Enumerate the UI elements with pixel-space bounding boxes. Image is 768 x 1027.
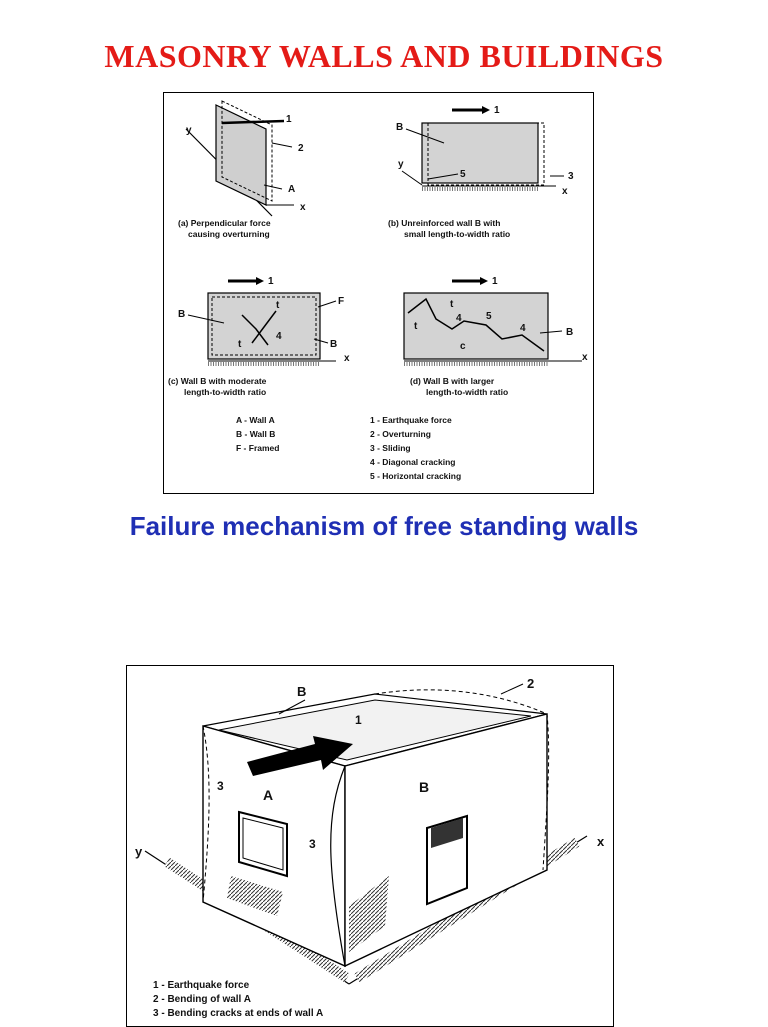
panel-d-label-t1: t [450, 299, 454, 310]
panel-d-label-c: c [460, 341, 466, 352]
panel-a-label-2: 2 [298, 143, 304, 154]
legend-left-2: F - Framed [236, 443, 279, 453]
panel-a: 1 2 y x A (a) Perpendicular force causin… [178, 100, 306, 239]
label-2: 2 [527, 676, 534, 691]
panel-b: 1 B y 5 3 x (b) Unreinforced wall B with… [388, 105, 574, 239]
legend-right-1: 2 - Overturning [370, 429, 431, 439]
label-B-top: B [297, 684, 306, 699]
label-A: A [263, 787, 273, 803]
legend-left-1: B - Wall B [236, 429, 275, 439]
panel-d-label-x: x [582, 352, 588, 363]
label-3-wall: 3 [309, 837, 316, 851]
panel-d-caption-1: (d) Wall B with larger [410, 376, 495, 386]
panel-d-label-1: 1 [492, 276, 498, 287]
panel-b-label-3: 3 [568, 171, 574, 182]
panel-b-caption-2: small length-to-width ratio [404, 229, 510, 239]
panel-b-label-x: x [562, 186, 568, 197]
panel-b-label-5: 5 [460, 169, 466, 180]
panel-c-label-1: 1 [268, 276, 274, 287]
panel-d: 1 t t 4 5 4 c B x (d) Wall B with larger… [403, 276, 588, 397]
axis-label-x: x [597, 834, 605, 849]
panel-d-caption-2: length-to-width ratio [426, 387, 508, 397]
panel-d-label-B: B [566, 327, 573, 338]
panel-c-label-B-left: B [178, 309, 185, 320]
figure-caption: Failure mechanism of free standing walls [129, 511, 639, 541]
label-B-right: B [419, 779, 429, 795]
panel-a-caption-1: (a) Perpendicular force [178, 218, 271, 228]
panel-a-caption-2: causing overturning [188, 229, 270, 239]
building-legend-0: 1 - Earthquake force [153, 980, 250, 991]
panel-c-label-t2: t [238, 339, 242, 350]
panel-c-label-B-right: B [330, 339, 337, 350]
legend-right-4: 5 - Horizontal cracking [370, 471, 461, 481]
panel-b-label-B: B [396, 122, 403, 133]
legend-right-2: 3 - Sliding [370, 443, 411, 453]
panel-c-label-x: x [344, 353, 350, 364]
panel-c-caption-2: length-to-width ratio [184, 387, 266, 397]
panel-d-label-t2: t [414, 321, 418, 332]
panel-b-label-y: y [398, 159, 404, 170]
panel-c-label-t1: t [276, 300, 280, 311]
figure1-legend-left: A - Wall A B - Wall B F - Framed [236, 415, 279, 453]
panel-d-label-5: 5 [486, 311, 492, 322]
label-1: 1 [355, 713, 362, 727]
panel-a-label-y: y [186, 125, 192, 136]
legend-right-0: 1 - Earthquake force [370, 415, 452, 425]
building-legend-1: 2 - Bending of wall A [153, 994, 251, 1005]
panel-d-label-4b: 4 [520, 323, 526, 334]
panel-a-label-A: A [288, 184, 295, 195]
panel-c: 1 t t 4 B F B x (c) Wall B with moderate… [168, 276, 350, 397]
panel-c-label-F: F [338, 296, 344, 307]
legend-right-3: 4 - Diagonal cracking [370, 457, 456, 467]
wall-failure-figure: 1 2 y x A (a) Perpendicular force causin… [163, 92, 594, 494]
page-title: MASONRY WALLS AND BUILDINGS [104, 38, 664, 74]
panel-d-label-4a: 4 [456, 313, 462, 324]
panel-c-caption-1: (c) Wall B with moderate [168, 376, 267, 386]
label-3-left: 3 [217, 779, 224, 793]
building-failure-figure: y x B 2 1 3 A B 3 1 - Earthquake force 2… [126, 665, 614, 1027]
panel-a-label-1: 1 [286, 114, 292, 125]
figure1-legend-right: 1 - Earthquake force 2 - Overturning 3 -… [370, 415, 461, 481]
panel-b-label-1: 1 [494, 105, 500, 116]
building-legend-2: 3 - Bending cracks at ends of wall A [153, 1008, 323, 1019]
axis-label-y: y [135, 844, 143, 859]
panel-a-label-x: x [300, 202, 306, 213]
panel-b-caption-1: (b) Unreinforced wall B with [388, 218, 500, 228]
panel-c-label-4: 4 [276, 331, 282, 342]
earthquake-force-arrow [247, 736, 353, 776]
legend-left-0: A - Wall A [236, 415, 275, 425]
